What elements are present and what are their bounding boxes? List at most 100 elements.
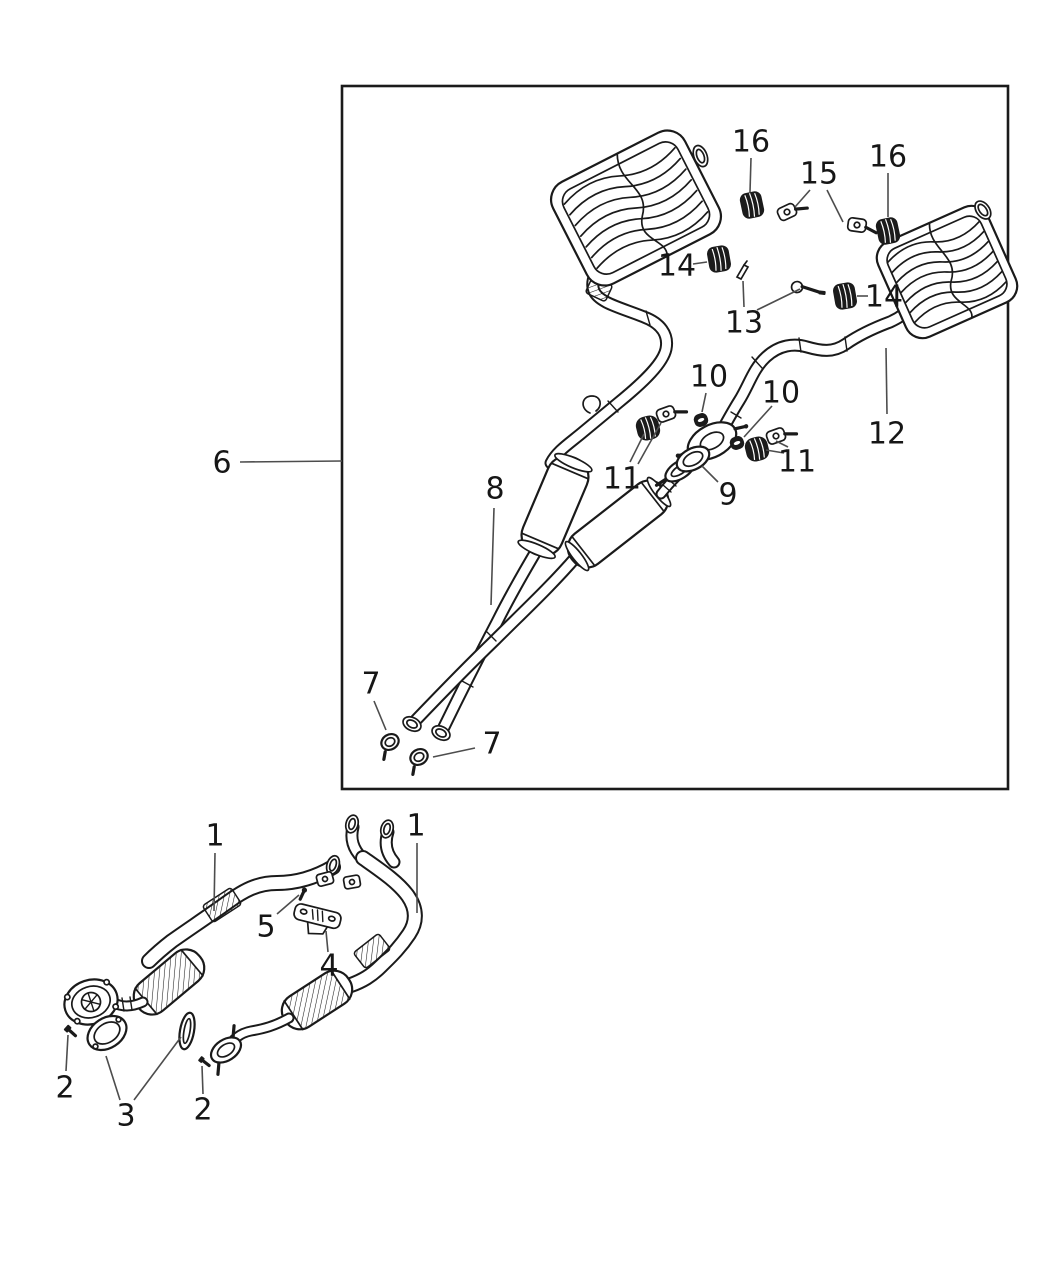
callout-label: 1 — [205, 819, 224, 854]
band-clamp — [380, 732, 400, 761]
callout-label: 7 — [482, 727, 501, 762]
callout-leader-line — [692, 261, 708, 265]
isolator — [739, 191, 765, 219]
callout-leader-line — [794, 189, 811, 208]
callout-label: 11 — [778, 445, 816, 480]
callout-label: 6 — [212, 446, 231, 481]
callout-leader-line — [201, 1065, 204, 1095]
hanger-bracket — [846, 216, 878, 235]
tailpipe-right — [706, 300, 918, 454]
callout-14-6: 14 — [857, 280, 903, 315]
callout-13-5: 13 — [725, 280, 801, 341]
callout-label: 11 — [603, 462, 641, 497]
callout-label: 16 — [869, 140, 907, 175]
support-bracket — [293, 903, 342, 935]
callout-leader-line — [629, 433, 645, 463]
callout-7-15: 7 — [432, 727, 502, 762]
callout-11-11: 11 — [765, 440, 816, 480]
callout-label: 14 — [865, 280, 903, 315]
callout-leader-line — [637, 422, 662, 465]
callout-label: 16 — [732, 125, 770, 160]
catalytic-converter-right — [280, 969, 354, 1031]
front-pipe-assembly — [63, 814, 423, 1076]
callout-4-19: 4 — [319, 930, 339, 984]
callout-leader-line — [373, 700, 387, 731]
isolator — [744, 436, 770, 462]
muffler-right — [875, 200, 1019, 340]
callout-leader-line — [490, 507, 495, 606]
seal-ring — [693, 413, 709, 427]
callout-leader-line — [826, 189, 844, 223]
hanger-bracket — [315, 870, 335, 888]
pipe-tip — [402, 715, 422, 733]
callout-16-1: 16 — [732, 125, 770, 193]
isolator — [875, 217, 901, 245]
callout-6-0: 6 — [212, 446, 343, 481]
callout-leader-line — [743, 405, 773, 438]
callout-label: 10 — [690, 360, 728, 395]
seal-ring — [729, 436, 745, 450]
rear-exhaust-assembly — [380, 129, 1019, 776]
callout-leader-line — [325, 930, 329, 953]
exhaust-tip-left — [692, 144, 709, 168]
hanger-clip — [735, 260, 750, 281]
callout-leader-line — [775, 440, 789, 448]
detail-box — [340, 84, 1010, 791]
pipe-hanger-hook — [582, 395, 602, 414]
exhaust-gasket — [675, 445, 711, 473]
muffler-left — [549, 129, 723, 287]
front-pipe-left — [141, 854, 341, 969]
callout-label: 14 — [658, 249, 696, 284]
callout-label: 2 — [193, 1093, 212, 1128]
callout-leader-line — [749, 157, 752, 193]
front-pipe-right — [342, 814, 423, 993]
bracket-screw — [298, 887, 308, 901]
callout-label: 8 — [485, 472, 504, 507]
heat-wrap — [353, 933, 391, 969]
callout-leader-line — [432, 747, 476, 758]
callout-11-10: 11 — [603, 422, 662, 497]
flange-bolt — [63, 1024, 78, 1038]
callout-2-20: 2 — [55, 1034, 75, 1106]
resonator-right — [564, 476, 672, 572]
callout-5-18: 5 — [256, 894, 300, 945]
exhaust-tip-right — [974, 200, 992, 220]
flange-bolt — [198, 1056, 211, 1068]
hanger-bracket — [765, 427, 799, 445]
callout-label: 10 — [762, 376, 800, 411]
callout-label: 9 — [718, 478, 737, 513]
callout-leader-line — [213, 852, 216, 912]
heat-wrap — [202, 887, 242, 923]
callout-leader-line — [756, 288, 801, 311]
callout-label: 5 — [256, 910, 275, 945]
callout-label: 3 — [116, 1099, 135, 1134]
x-pipe-lower — [402, 541, 583, 742]
callout-2-22: 2 — [193, 1065, 213, 1128]
isolator — [833, 282, 857, 310]
callout-leader-line — [65, 1034, 69, 1072]
callout-leader-line — [276, 894, 300, 915]
callout-1-17: 1 — [406, 809, 426, 913]
callout-leader-line — [239, 460, 343, 463]
callout-label: 1 — [406, 809, 425, 844]
callout-7-14: 7 — [361, 667, 387, 731]
callout-label: 2 — [55, 1071, 74, 1106]
catalytic-converter-left — [132, 948, 206, 1016]
callout-12-7: 12 — [868, 347, 906, 452]
front-flange-left — [63, 978, 149, 1026]
gasket-right — [178, 1011, 196, 1051]
callout-label: 15 — [800, 157, 838, 192]
front-flange-right — [209, 1012, 295, 1076]
callout-14-4: 14 — [658, 249, 708, 284]
gasket-left — [86, 1014, 128, 1052]
hanger-bracket — [776, 202, 809, 222]
callout-1-16: 1 — [205, 819, 225, 912]
callout-label: 4 — [319, 949, 338, 984]
callout-10-9: 10 — [743, 376, 800, 438]
callout-15-2: 15 — [794, 157, 844, 223]
callout-label: 13 — [725, 306, 763, 341]
pipe-tip — [431, 724, 451, 742]
